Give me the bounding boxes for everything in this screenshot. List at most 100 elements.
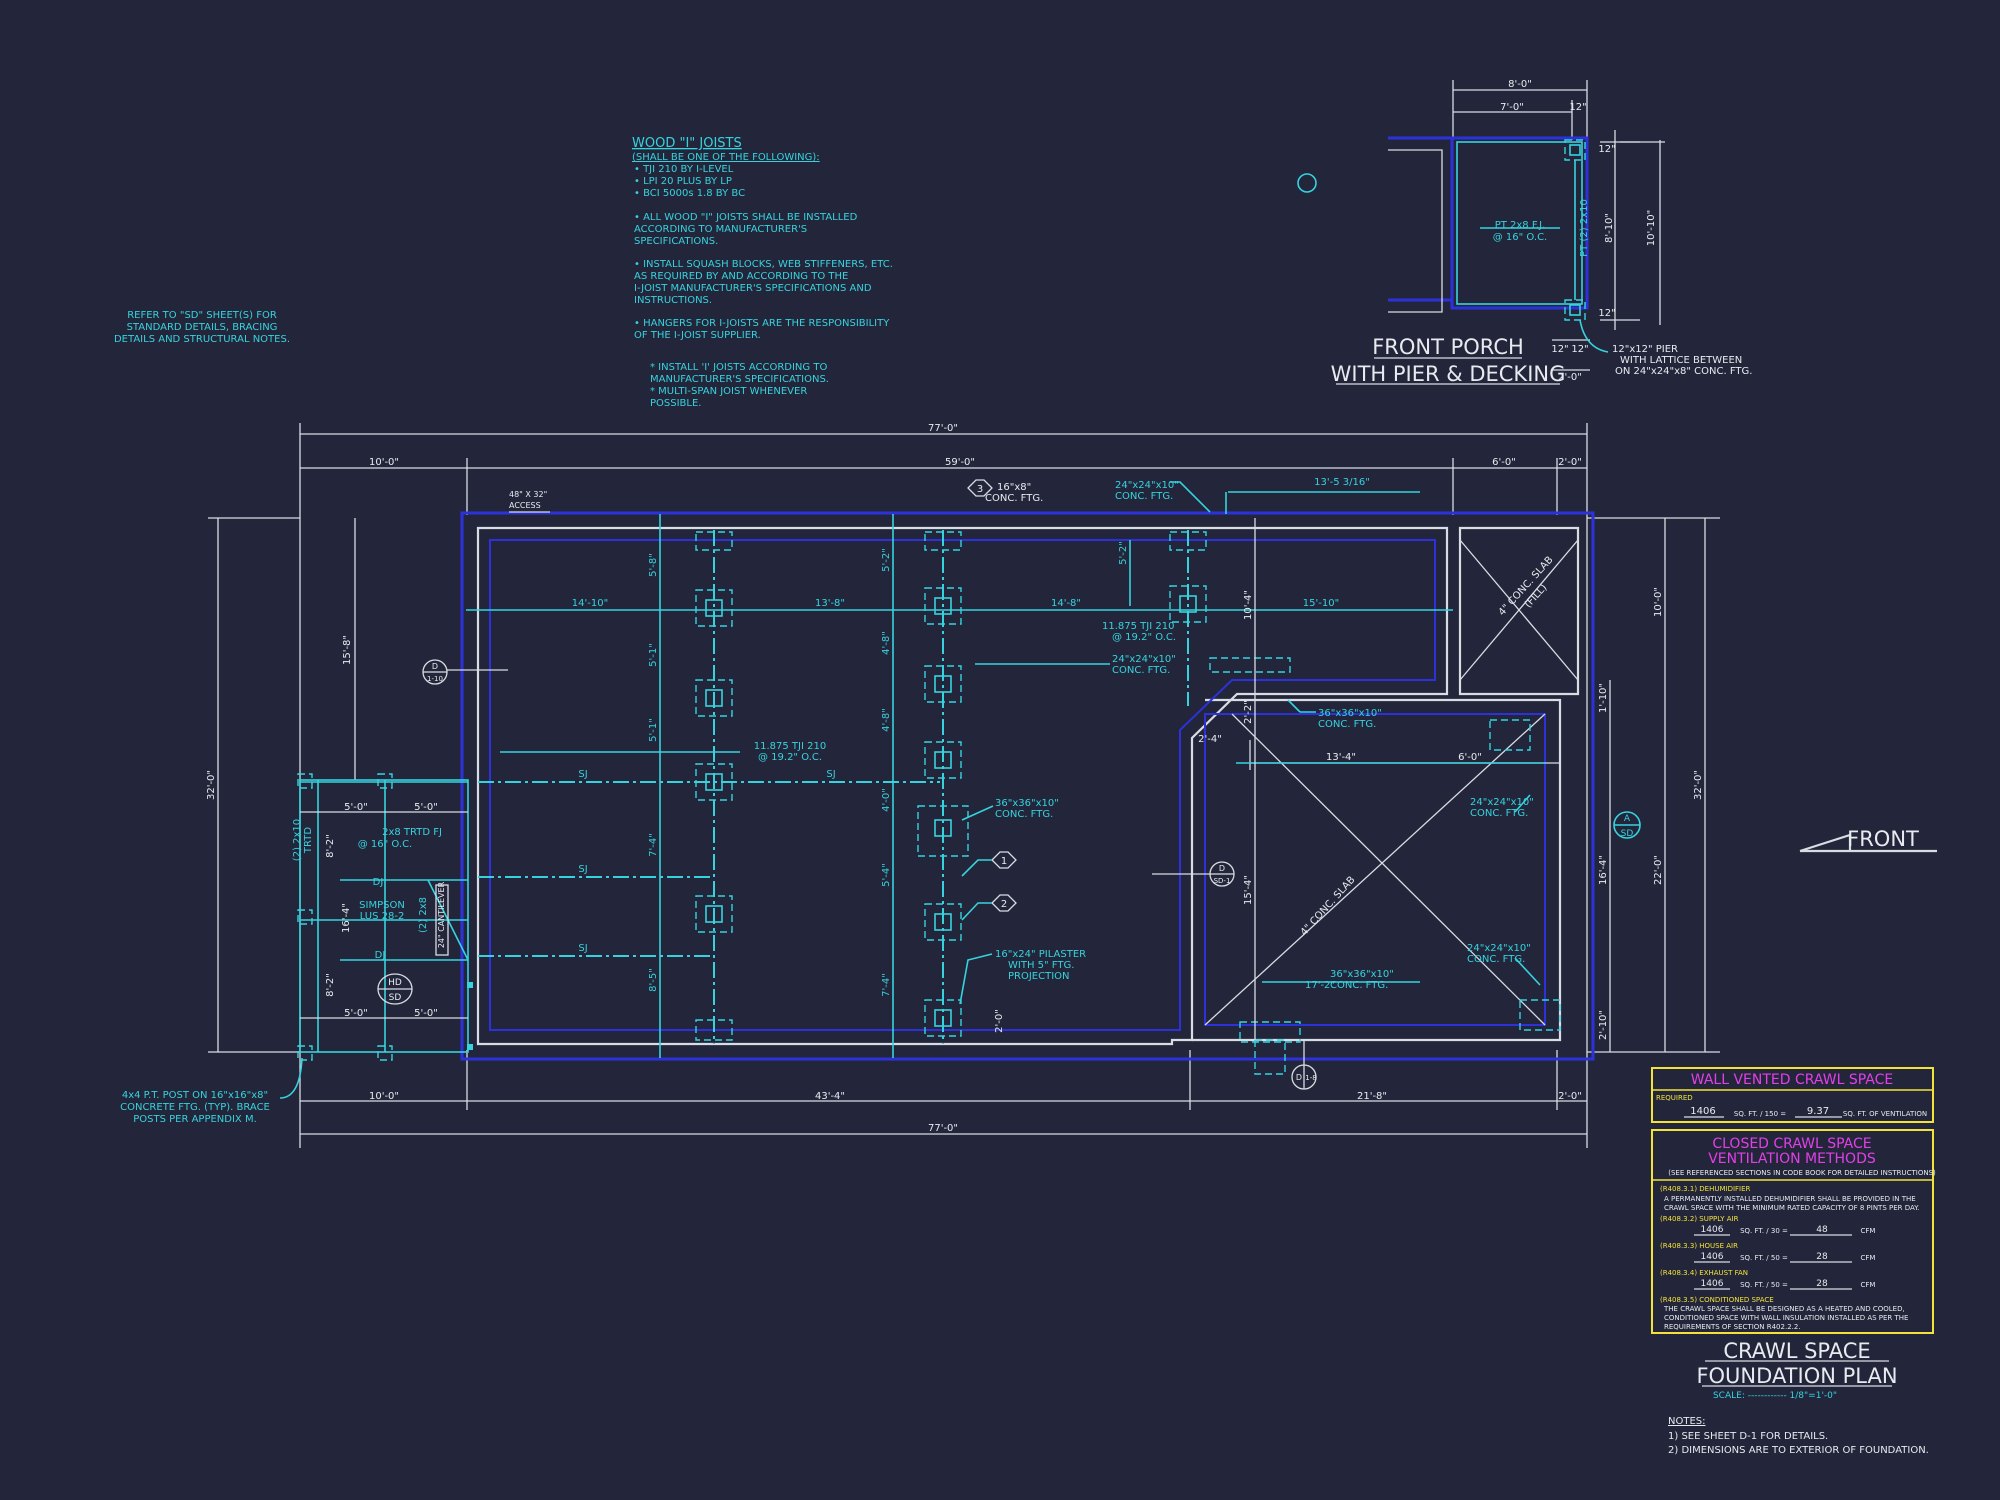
plan-dimensions: 77'-0" 10'-0" 59'-0" 6'-0" 2'-0" 10'-0" … (206, 423, 1720, 1148)
vert-dim: 8'-5" (648, 968, 659, 992)
joist-note-line: * INSTALL 'I' JOISTS ACCORDING TO (650, 362, 827, 373)
section-marker: HD SD (377, 973, 413, 1005)
svg-text:1406: 1406 (1701, 1225, 1724, 1235)
deck-joist-label: 2x8 TRTD FJ (382, 827, 442, 838)
footing-label: 36"x36"x10" (995, 798, 1059, 809)
pilaster-label: PROJECTION (1008, 971, 1070, 982)
joist-note-line: POSSIBLE. (650, 398, 701, 409)
svg-text:1406: 1406 (1701, 1279, 1724, 1289)
deck-dim: 8'-2" (325, 834, 336, 858)
joist-note-line: • BCI 5000s 1.8 BY BC (634, 188, 745, 199)
svg-text:48: 48 (1816, 1225, 1828, 1235)
dim-right: 10'-0" (1653, 587, 1664, 617)
footing-label: 24"x24"x10" (1470, 797, 1534, 808)
slab-label: 4" CONC. SLAB (1299, 874, 1358, 938)
notes-line: 2) DIMENSIONS ARE TO EXTERIOR OF FOUNDAT… (1668, 1445, 1929, 1456)
deck-dim: 5'-0" (344, 802, 368, 813)
note-line: REFER TO "SD" SHEET(S) FOR (127, 310, 277, 321)
joist-note-line: SPECIFICATIONS. (634, 236, 718, 247)
vent-row: (R408.3.4) EXHAUST FAN 1406 SQ. FT. / 50… (1660, 1269, 1876, 1290)
vert-dim: 5'-4" (881, 863, 892, 887)
porch-dim: 7'-0" (1500, 102, 1524, 113)
footing-label: CONC. FTG. (1318, 719, 1376, 730)
span-dim: 13'-4" (1326, 752, 1356, 763)
porch-pier-note: ON 24"x24"x8" CONC. FTG. (1615, 366, 1752, 377)
svg-text:1-10: 1-10 (427, 675, 443, 683)
svg-text:SQ. FT. / 50 =: SQ. FT. / 50 = (1740, 1254, 1788, 1262)
interior-dimensions: 14'-10" 13'-8" 14'-8" 15'-10" 13'-5 3/16… (466, 477, 1545, 1058)
porch-pier-note: WITH LATTICE BETWEEN (1620, 355, 1742, 366)
porch-dim: 12" (1598, 308, 1615, 319)
callout-tag: 1 (1001, 856, 1007, 867)
dehum-text: CRAWL SPACE WITH THE MINIMUM RATED CAPAC… (1664, 1204, 1919, 1212)
span-dim: 14'-10" (572, 598, 608, 609)
vent-formula: SQ. FT. / 150 = (1734, 1110, 1786, 1118)
deck-beam-label: (2) 2x10 (292, 819, 303, 861)
dim-right: 1'-10" (1598, 683, 1609, 713)
footing-label: CONC. FTG. (1112, 665, 1170, 676)
vert-dim: 5'-1" (648, 718, 659, 742)
vert-dim: 7'-4" (648, 833, 659, 857)
post-note: POSTS PER APPENDIX M. (133, 1114, 257, 1125)
porch-joist-label: PT 2x8 F.J. (1495, 220, 1546, 231)
dim-bottom: 43'-4" (815, 1091, 845, 1102)
porch-dim: 8'-10" (1604, 213, 1615, 243)
section-marker: D 1-10 (422, 659, 508, 685)
joist-tag: SJ (826, 769, 835, 780)
span-dim: 14'-8" (1051, 598, 1081, 609)
joist-tag: DJ (375, 950, 386, 961)
dim-overall-bottom: 77'-0" (928, 1123, 958, 1134)
vert-dim: 15'-4" (1243, 875, 1254, 905)
porch-dim: 12" (1569, 102, 1586, 113)
footing-label: CONC. FTG. (1467, 954, 1525, 965)
note-line: DETAILS AND STRUCTURAL NOTES. (114, 334, 290, 345)
svg-text:HD: HD (388, 978, 402, 988)
joist-tag: DJ (373, 877, 384, 888)
closed-table-sub: (SEE REFERENCED SECTIONS IN CODE BOOK FO… (1668, 1169, 1936, 1177)
span-dim: 6'-0" (1458, 752, 1482, 763)
svg-text:1-8: 1-8 (1305, 1074, 1316, 1082)
notes-line: 1) SEE SHEET D-1 FOR DETAILS. (1668, 1431, 1828, 1442)
porch-beam-label: PT (2) 2x10 (1579, 199, 1590, 257)
joist-note-line: • HANGERS FOR I-JOISTS ARE THE RESPONSIB… (634, 318, 890, 329)
vert-dim: 5'-1" (648, 643, 659, 667)
joist-tag: SJ (578, 943, 587, 954)
porch-dim: 8'-0" (1508, 79, 1532, 90)
vert-dim: 10'-4" (1243, 590, 1254, 620)
porch-dim: 12" (1571, 344, 1588, 355)
dim-right: 22'-0" (1653, 855, 1664, 885)
svg-text:D: D (432, 662, 438, 671)
vent-required: REQUIRED (1656, 1094, 1693, 1102)
cond-text: THE CRAWL SPACE SHALL BE DESIGNED AS A H… (1663, 1305, 1905, 1313)
wall-vented-table: WALL VENTED CRAWL SPACE REQUIRED 1406 SQ… (1651, 1067, 1934, 1123)
porch-dim: 12" (1598, 144, 1615, 155)
deck-joist-label: @ 16" O.C. (358, 839, 413, 850)
porch-joist-label: @ 16" O.C. (1493, 232, 1548, 243)
svg-text:D: D (1296, 1073, 1302, 1082)
post-note: 4x4 P.T. POST ON 16"x16"x8" (122, 1090, 268, 1101)
joist-tag: SJ (578, 864, 587, 875)
svg-text:1406: 1406 (1701, 1252, 1724, 1262)
footing-label: 36"x36"x10" (1318, 708, 1382, 719)
svg-text:SD: SD (1621, 829, 1634, 839)
footing-label: CONC. FTG. (1115, 491, 1173, 502)
svg-text:D: D (1219, 864, 1225, 873)
footing-label: CONC. FTG. (1330, 980, 1388, 991)
svg-text:CFM: CFM (1861, 1281, 1876, 1289)
post-note: CONCRETE FTG. (TYP). BRACE (120, 1102, 270, 1113)
svg-text:(R408.3.2) SUPPLY AIR: (R408.3.2) SUPPLY AIR (1660, 1215, 1739, 1223)
cond-head: (R408.3.5) CONDITIONED SPACE (1660, 1296, 1774, 1304)
deck-dim: 16'-4" (341, 903, 352, 933)
front-label: FRONT (1847, 827, 1919, 851)
deck-dim: 5'-0" (414, 802, 438, 813)
deck-dim: 8'-2" (325, 973, 336, 997)
dehum-text: A PERMANENTLY INSTALLED DEHUMIDIFIER SHA… (1664, 1195, 1916, 1203)
joist-note-line: • TJI 210 BY I-LEVEL (634, 164, 734, 175)
joist-note-line: ACCORDING TO MANUFACTURER'S (634, 224, 807, 235)
hanger-label: SIMPSON (359, 900, 405, 911)
porch-dim: 2'-0" (1558, 372, 1582, 383)
dim-top: 59'-0" (945, 457, 975, 468)
footing-label: 16"x8" (997, 482, 1031, 493)
callout-tag: 2 (1001, 899, 1007, 910)
plan-labels: 48" X 32" ACCESS 3 16"x8" CONC. FTG. 24"… (500, 479, 1541, 1005)
